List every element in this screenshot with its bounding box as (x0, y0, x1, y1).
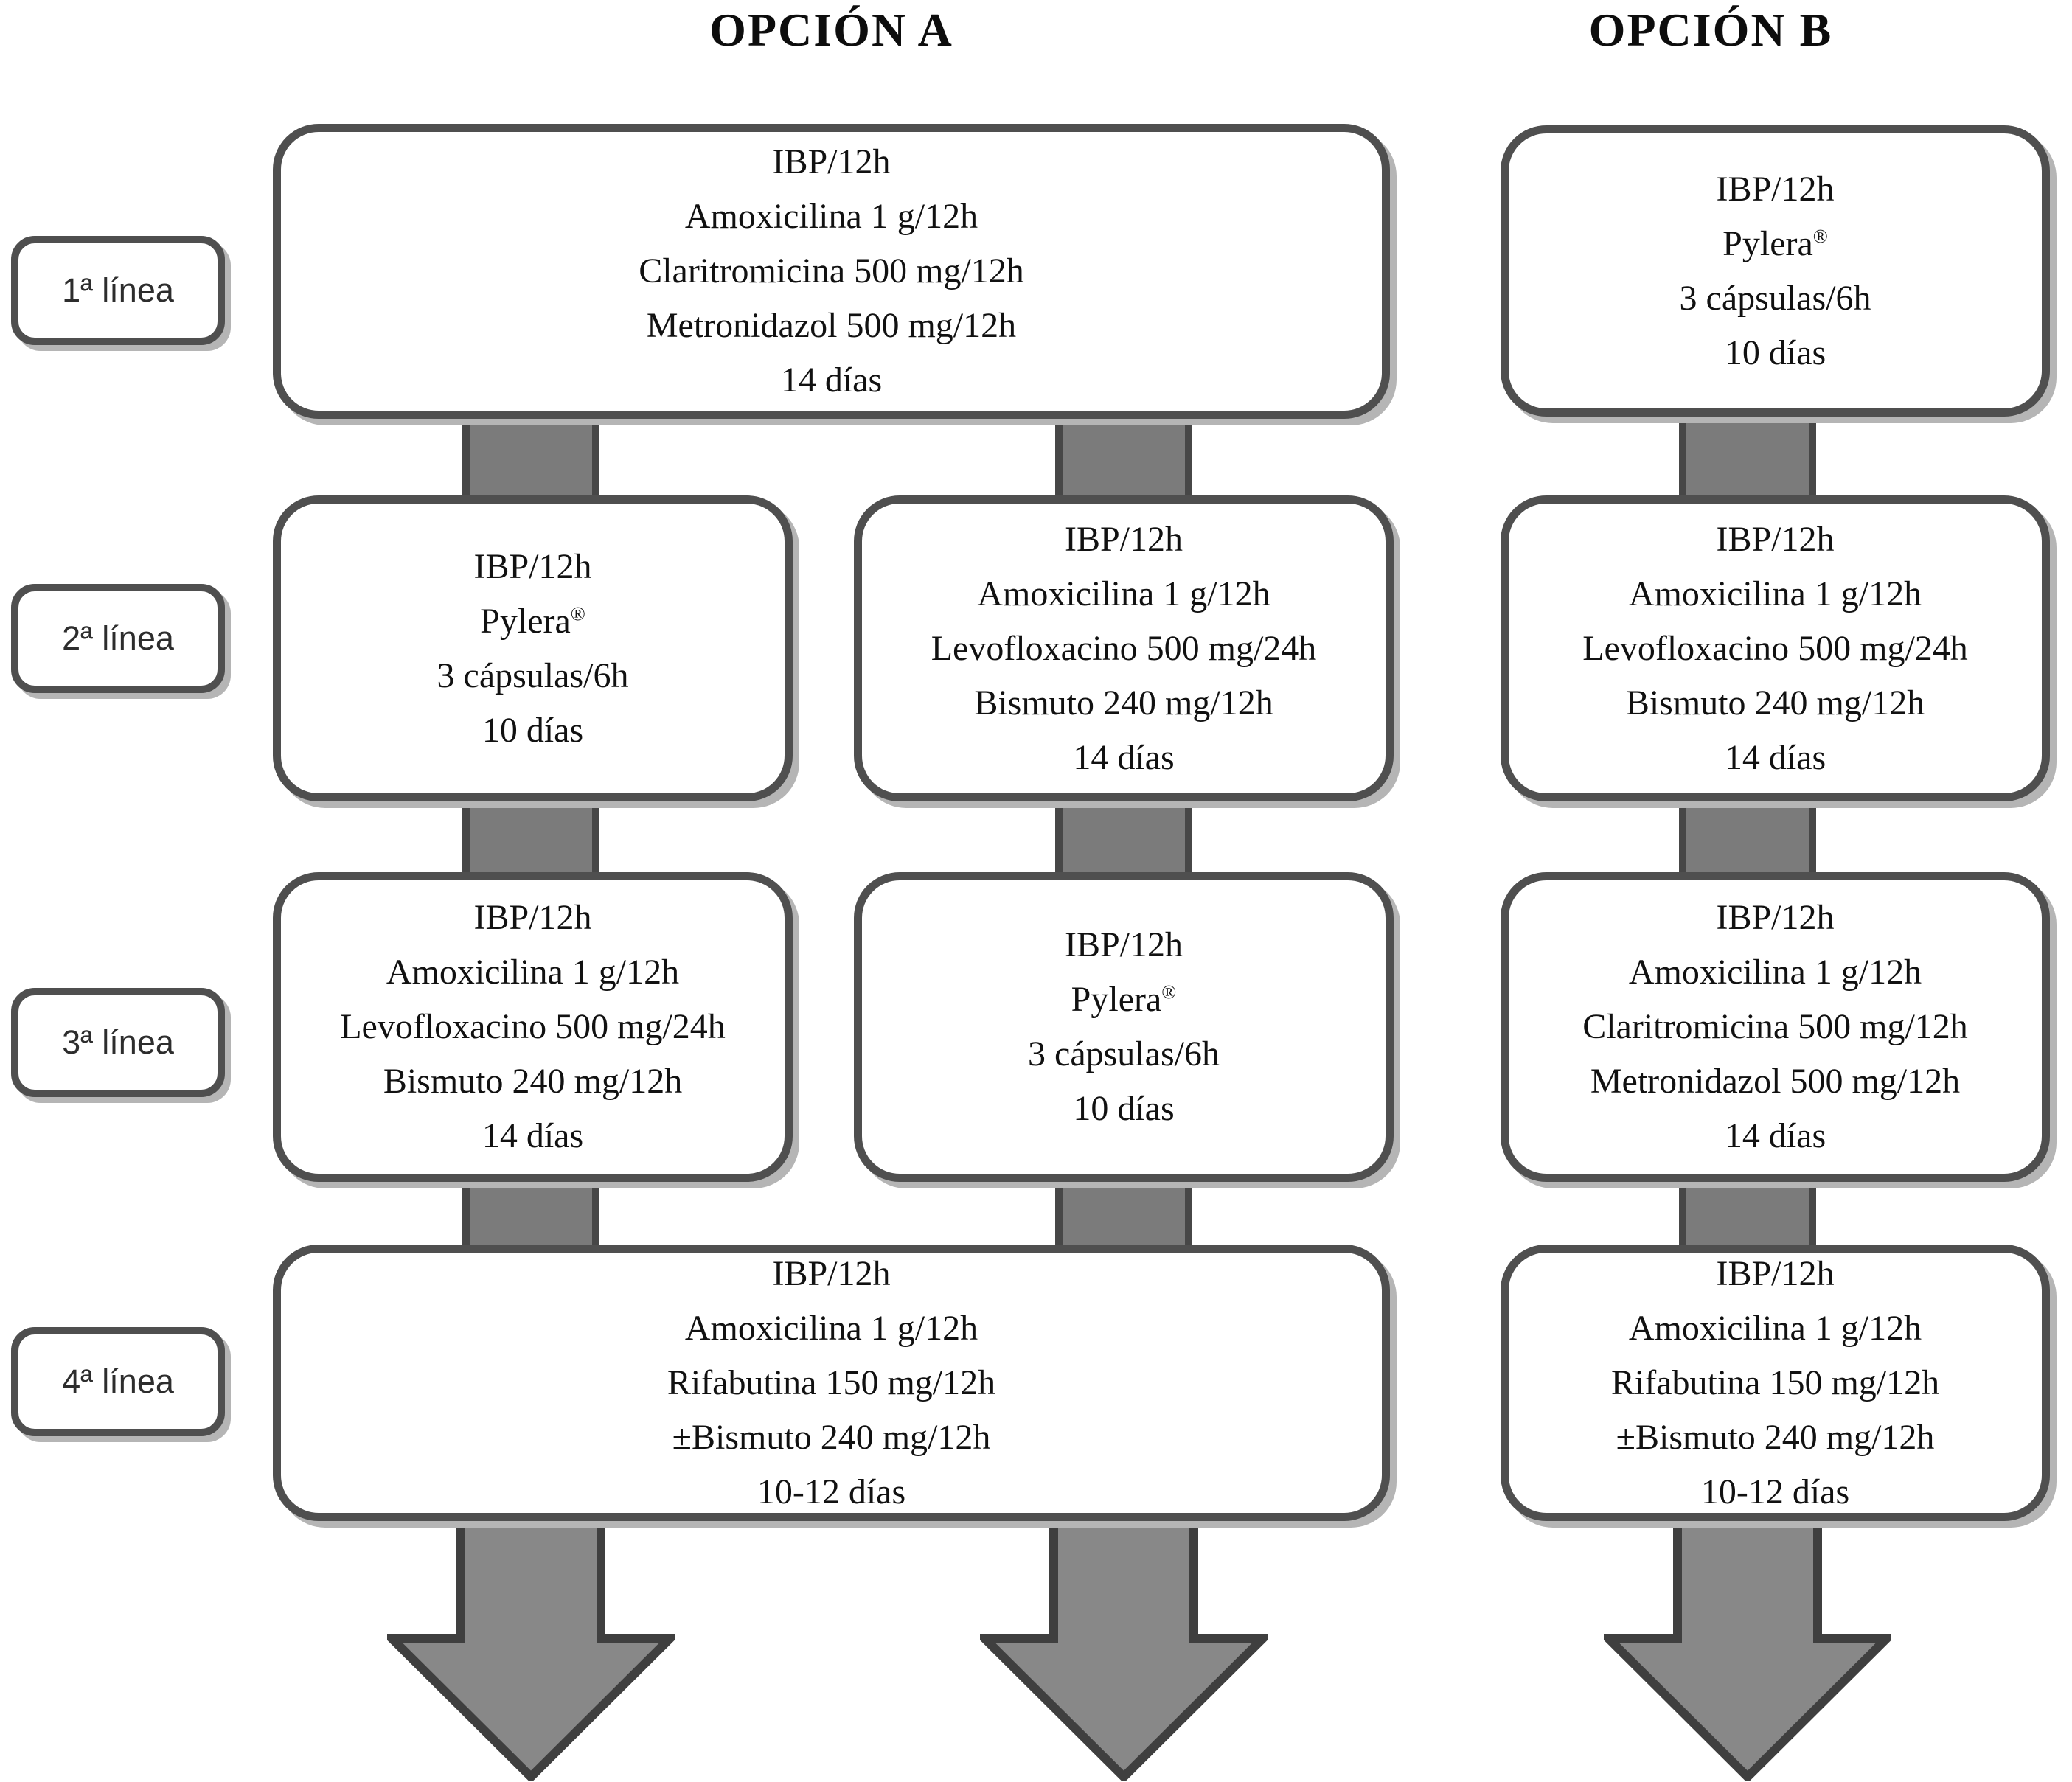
row-label-4th-line: 4ª línea (11, 1327, 225, 1436)
treatment-line: IBP/12h (1716, 1253, 1835, 1293)
treatment-line: IBP/12h (1716, 169, 1835, 209)
flow-connector (1055, 410, 1192, 506)
treatment-line: Rifabutina 150 mg/12h (1610, 1362, 1940, 1402)
row-label-1st-line: 1ª línea (11, 236, 225, 345)
flow-connector (462, 1174, 599, 1255)
treatment-line: IBP/12h (1716, 898, 1835, 937)
treatment-line: Levofloxacino 500 mg/24h (931, 628, 1317, 668)
treatment-line: Levofloxacino 500 mg/24h (340, 1007, 726, 1046)
treatment-line: IBP/12h (473, 546, 592, 586)
treatment-line: 10 días (1073, 1089, 1175, 1128)
flow-arrow-down-icon (980, 1514, 1268, 1781)
treatment-line: Amoxicilina 1 g/12h (1628, 953, 1922, 992)
treatment-line: Amoxicilina 1 g/12h (684, 197, 978, 236)
treatment-line: Bismuto 240 mg/12h (974, 683, 1273, 723)
flow-connector (1055, 793, 1192, 882)
flow-connector (1679, 410, 1816, 506)
treatment-line: 3 cápsulas/6h (1679, 278, 1871, 318)
treatment-line: Amoxicilina 1 g/12h (684, 1308, 978, 1348)
flow-arrow-down-icon (1604, 1514, 1891, 1781)
treatment-line: Pylera® (1071, 980, 1177, 1019)
row-label-3rd-line: 3ª línea (11, 988, 225, 1097)
flow-connector (1679, 1174, 1816, 1255)
treatment-line: ±Bismuto 240 mg/12h (1616, 1417, 1935, 1457)
treatment-line: ±Bismuto 240 mg/12h (672, 1417, 991, 1457)
treatment-line: IBP/12h (772, 1253, 891, 1293)
treatment-line: 3 cápsulas/6h (437, 655, 629, 695)
treatment-line: 14 días (1724, 737, 1826, 777)
treatment-line: Claritromicina 500 mg/12h (1582, 1007, 1968, 1046)
treatment-line: Metronidazol 500 mg/12h (646, 306, 1017, 345)
treatment-line: Amoxicilina 1 g/12h (386, 953, 680, 992)
treatment-line: Amoxicilina 1 g/12h (1628, 574, 1922, 613)
treatment-line: 14 días (1724, 1116, 1826, 1155)
treatment-line: 3 cápsulas/6h (1028, 1034, 1220, 1073)
treatment-line: IBP/12h (1064, 925, 1183, 964)
treatment-line: Pylera® (1722, 223, 1828, 263)
treatment-line: Amoxicilina 1 g/12h (1628, 1308, 1922, 1348)
treatment-line: Metronidazol 500 mg/12h (1590, 1062, 1961, 1101)
flow-connector (1055, 1174, 1192, 1255)
treatment-line: Bismuto 240 mg/12h (383, 1062, 683, 1101)
treatment-line: 14 días (1073, 737, 1175, 777)
treatment-line: Pylera® (480, 601, 585, 641)
flow-connector (462, 793, 599, 882)
flow-connector (462, 410, 599, 506)
treatment-line: 10-12 días (1700, 1472, 1850, 1511)
treatment-line: Rifabutina 150 mg/12h (667, 1362, 996, 1402)
row-label-2nd-line: 2ª línea (11, 584, 225, 693)
treatment-line: IBP/12h (1716, 519, 1835, 559)
flow-connector (1679, 793, 1816, 882)
treatment-line: Levofloxacino 500 mg/24h (1582, 628, 1968, 668)
treatment-line: Bismuto 240 mg/12h (1625, 683, 1925, 723)
treatment-line: 10-12 días (757, 1472, 906, 1511)
column-header-option-b: OPCIÓN B (1588, 4, 1833, 56)
treatment-line: 14 días (482, 1116, 584, 1155)
treatment-line: Amoxicilina 1 g/12h (977, 574, 1270, 613)
treatment-line: IBP/12h (1064, 519, 1183, 559)
treatment-line: Claritromicina 500 mg/12h (639, 251, 1024, 290)
treatment-line: IBP/12h (473, 898, 592, 937)
treatment-line: 10 días (1724, 333, 1826, 372)
flow-arrow-down-icon (387, 1514, 675, 1781)
treatment-line: 10 días (482, 710, 584, 750)
column-header-option-a: OPCIÓN A (709, 4, 953, 56)
treatment-line: IBP/12h (772, 142, 891, 181)
treatment-line: 14 días (780, 361, 883, 400)
